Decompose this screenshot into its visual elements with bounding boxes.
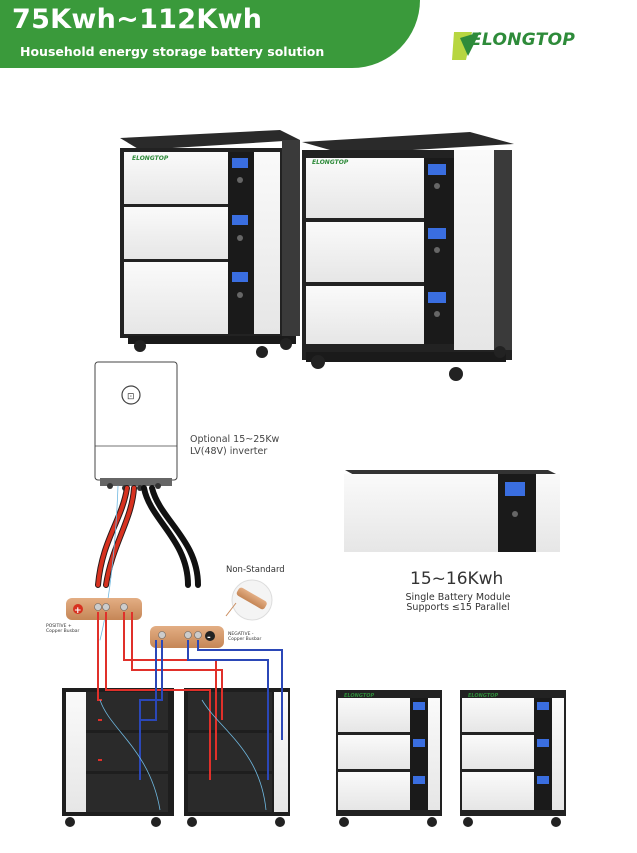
header-banner: 75Kwh~112Kwh Household energy storage ba… (0, 0, 420, 68)
positive-busbar-label: POSITIVE + Copper Busbar (46, 624, 79, 634)
inverter-label: Optional 15~25Kw LV(48V) inverter (190, 434, 279, 458)
copper-busbar-icon: - (150, 626, 224, 648)
negative-busbar-label-line2: Copper Busbar (228, 637, 262, 642)
module-description: Single Battery Module Supports ≤15 Paral… (398, 593, 518, 613)
banner-title: 75Kwh~112Kwh (12, 4, 263, 35)
brand-name: ELONGTOP (470, 30, 576, 50)
battery-cabinet-icon (62, 688, 174, 827)
svg-text:+: + (74, 606, 82, 616)
inverter-label-line2: LV(48V) inverter (190, 446, 268, 457)
battery-cabinet-icon: ELONGTOP (302, 132, 514, 381)
cable-icon (95, 485, 201, 641)
positive-busbar-label-line1: POSITIVE + (46, 624, 72, 629)
copper-busbar-icon (225, 579, 273, 621)
module-description-line2: Supports ≤15 Parallel (406, 602, 510, 613)
battery-cabinet-icon: ELONGTOP (460, 690, 566, 827)
svg-text:-: - (207, 633, 211, 643)
cable-icon (97, 612, 283, 811)
banner-subtitle: Household energy storage battery solutio… (20, 44, 325, 59)
svg-text:ELONGTOP: ELONGTOP (344, 693, 375, 699)
battery-cabinet-icon: ELONGTOP (120, 130, 300, 358)
module-capacity: 15~16Kwh (410, 569, 504, 589)
battery-cabinet-icon: ELONGTOP (336, 690, 442, 827)
battery-cabinet-icon (184, 688, 290, 827)
copper-busbar-icon: + (66, 598, 142, 620)
svg-text:ELONGTOP: ELONGTOP (132, 155, 169, 162)
non-standard-label: Non-Standard (226, 565, 285, 575)
battery-module-icon (344, 470, 560, 552)
svg-text:⊡: ⊡ (127, 392, 135, 402)
negative-busbar-label: NEGATIVE - Copper Busbar (228, 632, 261, 642)
positive-busbar-label-line2: Copper Busbar (46, 629, 80, 634)
inverter-label-line1: Optional 15~25Kw (190, 434, 280, 445)
elongtop-logo-icon (452, 32, 480, 60)
inverter-icon: ⊡ (94, 361, 178, 491)
module-description-line1: Single Battery Module (405, 592, 511, 603)
negative-busbar-label-line1: NEGATIVE - (228, 632, 254, 637)
svg-text:ELONGTOP: ELONGTOP (312, 159, 349, 166)
svg-text:ELONGTOP: ELONGTOP (468, 693, 499, 699)
